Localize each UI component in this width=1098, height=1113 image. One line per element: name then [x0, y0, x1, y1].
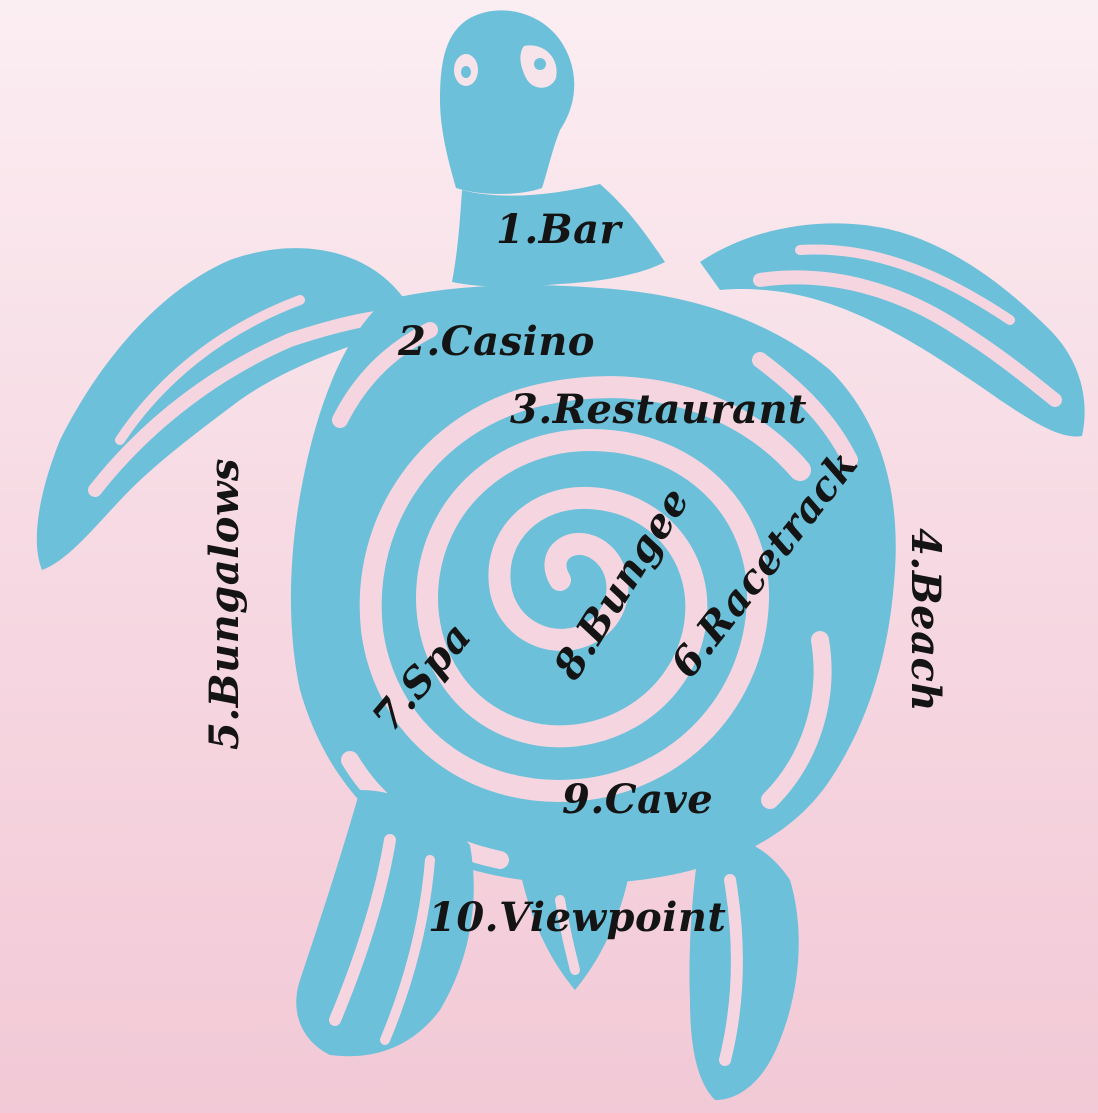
location-label-bar[interactable]: 1.Bar: [496, 210, 621, 250]
location-label-viewpoint[interactable]: 10.Viewpoint: [428, 898, 726, 938]
turtle-head: [440, 10, 574, 194]
location-label-casino[interactable]: 2.Casino: [398, 322, 595, 362]
right-rear-flipper: [689, 837, 798, 1100]
location-label-cave[interactable]: 9.Cave: [562, 780, 713, 820]
location-label-beach[interactable]: 4.Beach: [905, 525, 945, 715]
location-label-restaurant[interactable]: 3.Restaurant: [510, 390, 807, 430]
location-label-bungalows[interactable]: 5.Bungalows: [205, 490, 245, 750]
